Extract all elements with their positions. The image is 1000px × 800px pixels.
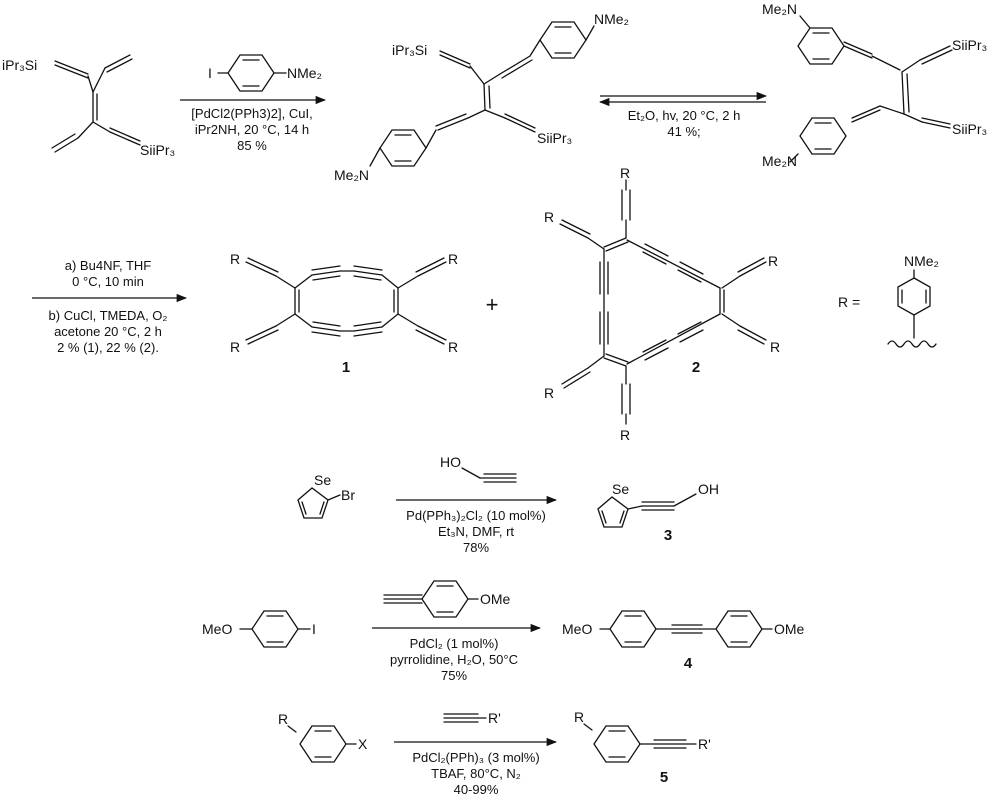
r-label-1c: R — [448, 251, 458, 267]
starting-tetraethynylethene: iPr₃Si SiiPr₃ — [2, 54, 175, 158]
r2-conditions-2: 41 %; — [667, 124, 700, 139]
se-label-prod: Se — [612, 481, 629, 497]
r-group-definition: R = NMe₂ — [838, 253, 939, 348]
product-4-diarylalkyne: MeO OMe — [562, 610, 805, 648]
nme2-top-p1: NMe₂ — [594, 11, 629, 27]
r-label-2d: R — [770, 339, 780, 355]
r-equals: R = — [838, 294, 860, 310]
r3-conditions-a1: a) Bu4NF, THF — [65, 258, 152, 273]
r-label-prod: R — [574, 709, 584, 725]
r1-conditions-3: 85 % — [237, 138, 267, 153]
r1-conditions-2: iPr2NH, 20 °C, 14 h — [195, 122, 309, 137]
tips-top-p2: SiiPr₃ — [952, 37, 987, 53]
nme2-bottom-p2: Me₂N — [762, 153, 797, 169]
compound-label-1: 1 — [342, 359, 350, 376]
r3-conditions-a2: 0 °C, 10 min — [72, 274, 144, 289]
ho-label: HO — [440, 454, 461, 470]
r5-conditions-3: 75% — [441, 668, 467, 683]
ome-label-reagent: OMe — [480, 591, 511, 607]
r-label-1b: R — [230, 339, 240, 355]
br-label: Br — [341, 487, 355, 503]
r-label-1d: R — [448, 339, 458, 355]
r4-conditions-3: 78% — [463, 540, 489, 555]
ethynylanisole-reagent: OMe — [383, 580, 511, 618]
r5-conditions-2: pyrrolidine, H₂O, 50°C — [390, 652, 518, 667]
nme2-bottom-p1: Me₂N — [334, 167, 369, 183]
nme2-label-reagent: NMe₂ — [287, 65, 322, 81]
meo-label-prod: MeO — [562, 621, 592, 637]
r-label-2a: R — [620, 165, 630, 181]
rprime-label-prod: R' — [698, 736, 711, 752]
meo-label-start: MeO — [202, 621, 232, 637]
iodoaniline-reagent: I NMe₂ — [208, 54, 322, 92]
r3-conditions-b2: acetone 20 °C, 2 h — [54, 324, 162, 339]
iodo-label: I — [208, 65, 212, 81]
r-label-2f: R — [620, 427, 630, 443]
r-label-2e: R — [544, 385, 554, 401]
ome-label-prod: OMe — [774, 621, 805, 637]
r4-conditions-1: Pd(PPh₃)₂Cl₂ (10 mol%) — [406, 508, 546, 523]
compound-2-triangular-macrocycle: R R R R R R — [544, 165, 780, 443]
product-trans-enediyne: iPr₃Si NMe₂ Me₂N SiiPr₃ — [334, 11, 629, 183]
r5-conditions-1: PdCl₂ (1 mol%) — [410, 636, 499, 651]
r6-conditions-1: PdCl₂(PPh)₃ (3 mol%) — [412, 750, 539, 765]
r-label-2c: R — [768, 253, 778, 269]
aryl-halide: R X — [278, 711, 368, 763]
product-cis-enediyne: Me₂N SiiPr₃ Me₂N SiiPr₃ — [762, 1, 987, 169]
compound-label-3: 3 — [664, 527, 672, 544]
bromoselenophene: Se Br — [297, 472, 355, 519]
tips-label-start: iPr₃Si — [2, 57, 37, 73]
compound-1-dehydroannulene: R R R R — [230, 251, 458, 355]
r-label-1a: R — [230, 251, 240, 267]
product-3-selenophene-alkynol: Se OH — [597, 481, 719, 528]
compound-label-4: 4 — [684, 655, 693, 672]
r2-conditions-1: Et₂O, hv, 20 °C, 2 h — [628, 108, 741, 123]
r1-conditions-1: [PdCl2(PPh3)2], CuI, — [191, 106, 312, 121]
nme2-top-p2: Me₂N — [762, 1, 797, 17]
r-label-2b: R — [544, 209, 554, 225]
tips-bottom-p2: SiiPr₃ — [952, 121, 987, 137]
propargyl-alcohol-reagent: HO — [440, 454, 517, 483]
product-5-arylalkyne: R R' — [574, 709, 711, 763]
tips-label-end: SiiPr₃ — [140, 142, 175, 158]
r3-conditions-b3: 2 % (1), 22 % (2). — [57, 340, 159, 355]
rprime-label-reagent: R' — [488, 710, 501, 726]
r6-conditions-3: 40-99% — [454, 782, 499, 797]
r3-conditions-b1: b) CuCl, TMEDA, O₂ — [49, 308, 168, 323]
compound-label-2: 2 — [692, 359, 700, 376]
oh-label: OH — [698, 481, 719, 497]
iodoanisole: MeO I — [202, 610, 316, 648]
r-nme2: NMe₂ — [904, 253, 939, 269]
r6-conditions-2: TBAF, 80°C, N₂ — [431, 766, 521, 781]
compound-label-5: 5 — [660, 769, 668, 786]
terminal-alkyne-reagent: R' — [443, 710, 501, 726]
plus-sign: + — [486, 292, 499, 317]
se-label-start: Se — [314, 472, 331, 488]
r4-conditions-2: Et₃N, DMF, rt — [438, 524, 514, 539]
tips-bottom-p1: SiiPr₃ — [537, 130, 572, 146]
r-label-start: R — [278, 711, 288, 727]
tips-top-p1: iPr₃Si — [392, 42, 427, 58]
x-label: X — [358, 736, 368, 752]
i-label-start: I — [312, 621, 316, 637]
